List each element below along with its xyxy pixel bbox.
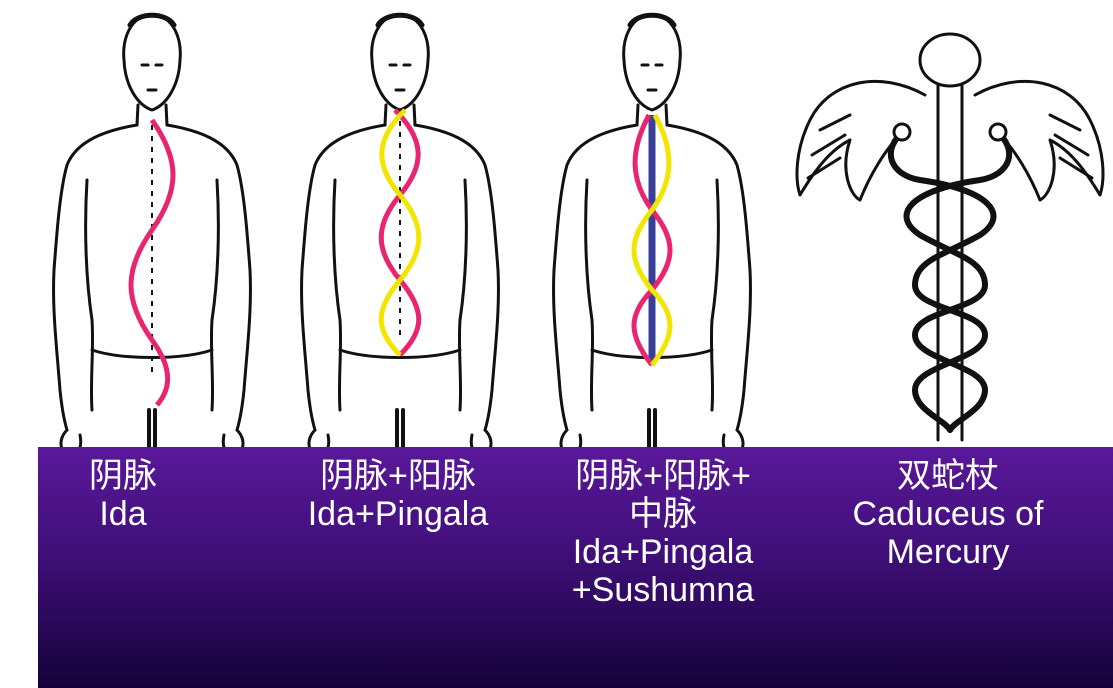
caption-caduceus: 双蛇杖 Caduceus of Mercury: [818, 457, 1078, 571]
caption-cn: 双蛇杖: [818, 457, 1078, 495]
caption-ida-pingala-sushumna: 阴脉+阳脉+ 中脉 Ida+Pingala +Sushumna: [538, 457, 788, 609]
caption-en: Ida+Pingala: [263, 495, 533, 533]
caption-en: Ida: [68, 495, 178, 533]
caption-en-line1: Caduceus of: [818, 495, 1078, 533]
caption-en-line1: Ida+Pingala: [538, 533, 788, 571]
caption-en-line2: Mercury: [818, 533, 1078, 571]
figure-ida-pingala: [302, 15, 499, 450]
caption-cn-line1: 阴脉+阳脉+: [538, 457, 788, 495]
nadi-illustrations: [0, 0, 1113, 450]
caduceus-of-mercury: [797, 34, 1103, 440]
caption-cn: 阴脉: [68, 457, 178, 495]
caption-cn-line2: 中脉: [538, 495, 788, 533]
figure-ida-pingala-sushumna: [554, 15, 751, 450]
figure-ida: [54, 15, 251, 450]
caption-ida: 阴脉 Ida: [68, 457, 178, 533]
caption-en-line2: +Sushumna: [538, 571, 788, 609]
caption-band: 阴脉 Ida 阴脉+阳脉 Ida+Pingala 阴脉+阳脉+ 中脉 Ida+P…: [38, 447, 1113, 688]
caption-cn: 阴脉+阳脉: [263, 457, 533, 495]
caption-ida-pingala: 阴脉+阳脉 Ida+Pingala: [263, 457, 533, 533]
